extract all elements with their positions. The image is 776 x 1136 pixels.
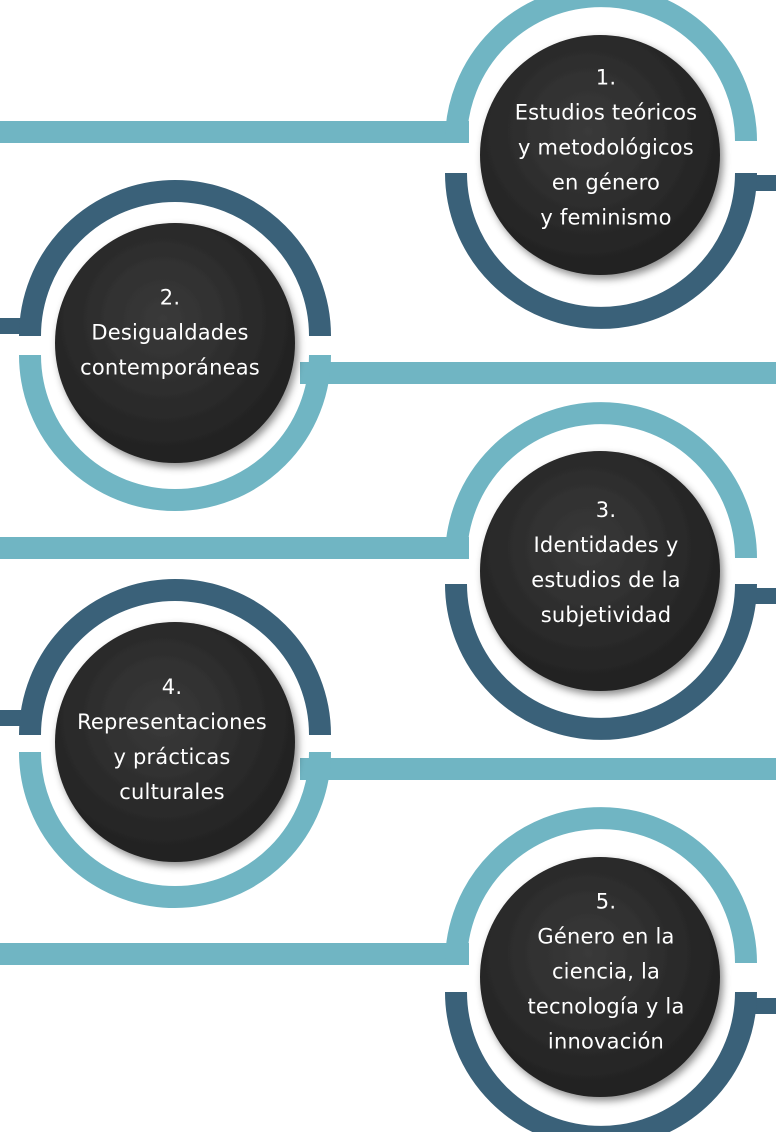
node-1-line-4: y feminismo xyxy=(540,205,672,230)
node-5-label: 5. Género en la ciencia, la tecnología y… xyxy=(527,885,684,1060)
node-2-line-1: Desigualdades xyxy=(91,320,249,345)
node-1-line-3: en género xyxy=(551,170,661,195)
connector-bar-3 xyxy=(0,537,469,559)
ring-top-1 xyxy=(445,0,757,142)
ring-bottom-4 xyxy=(19,751,331,908)
node-1-graphic xyxy=(0,0,776,329)
node-circle-1 xyxy=(480,35,720,275)
node-2-label: 2. Desigualdades contemporáneas xyxy=(80,281,260,386)
node-3-number: 3. xyxy=(595,498,617,522)
node-5-line-2: ciencia, la xyxy=(551,959,661,984)
node-circle-2 xyxy=(55,223,295,463)
node-5-line-3: tecnología y la xyxy=(527,994,685,1019)
node-2-line-2: contemporáneas xyxy=(80,355,260,380)
node-1-line-1: Estudios teóricos xyxy=(514,100,698,125)
node-4-label: 4. Representaciones y prácticas cultural… xyxy=(77,670,267,810)
ring-bottom-3 xyxy=(445,583,757,740)
node-1-number: 1. xyxy=(595,65,617,90)
node-5-number: 5. xyxy=(595,889,617,914)
node-1-label: 1. Estudios teóricos y metodológicos en … xyxy=(515,61,698,236)
node-3-line-2: estudios de la xyxy=(531,568,681,592)
node-4-line-2: y prácticas xyxy=(113,745,231,769)
connector-bar-4 xyxy=(300,758,776,780)
ring-bottom-5 xyxy=(445,991,757,1136)
node-2-number: 2. xyxy=(159,285,181,310)
node-5-graphic xyxy=(0,807,776,1136)
node-1-line-2: y metodológicos xyxy=(518,135,694,160)
ring-top-3 xyxy=(445,402,757,559)
node-4-line-3: culturales xyxy=(119,780,225,804)
ring-bottom-1 xyxy=(445,172,757,329)
node-3-line-1: Identidades y xyxy=(533,533,679,557)
connector-bar-5 xyxy=(0,943,469,965)
node-5-line-1: Género en la xyxy=(537,924,675,949)
ring-top-2 xyxy=(19,180,331,337)
node-2-graphic xyxy=(0,180,776,511)
node-3-line-3: subjetividad xyxy=(540,603,672,627)
connector-bar-1 xyxy=(0,121,469,143)
node-4-graphic xyxy=(0,579,776,908)
node-circle-5 xyxy=(480,857,720,1097)
node-5-line-4: innovación xyxy=(547,1029,665,1054)
node-3-label: 3. Identidades y estudios de la subjetiv… xyxy=(531,493,680,633)
connector-bar-2 xyxy=(300,362,776,384)
node-circle-3 xyxy=(480,451,720,691)
ring-top-5 xyxy=(445,807,757,964)
node-circle-4 xyxy=(55,622,295,862)
ring-top-4 xyxy=(19,579,331,736)
node-3-graphic xyxy=(0,402,776,740)
node-4-number: 4. xyxy=(161,675,183,699)
node-4-line-1: Representaciones xyxy=(77,710,267,734)
ring-bottom-2 xyxy=(19,354,331,511)
